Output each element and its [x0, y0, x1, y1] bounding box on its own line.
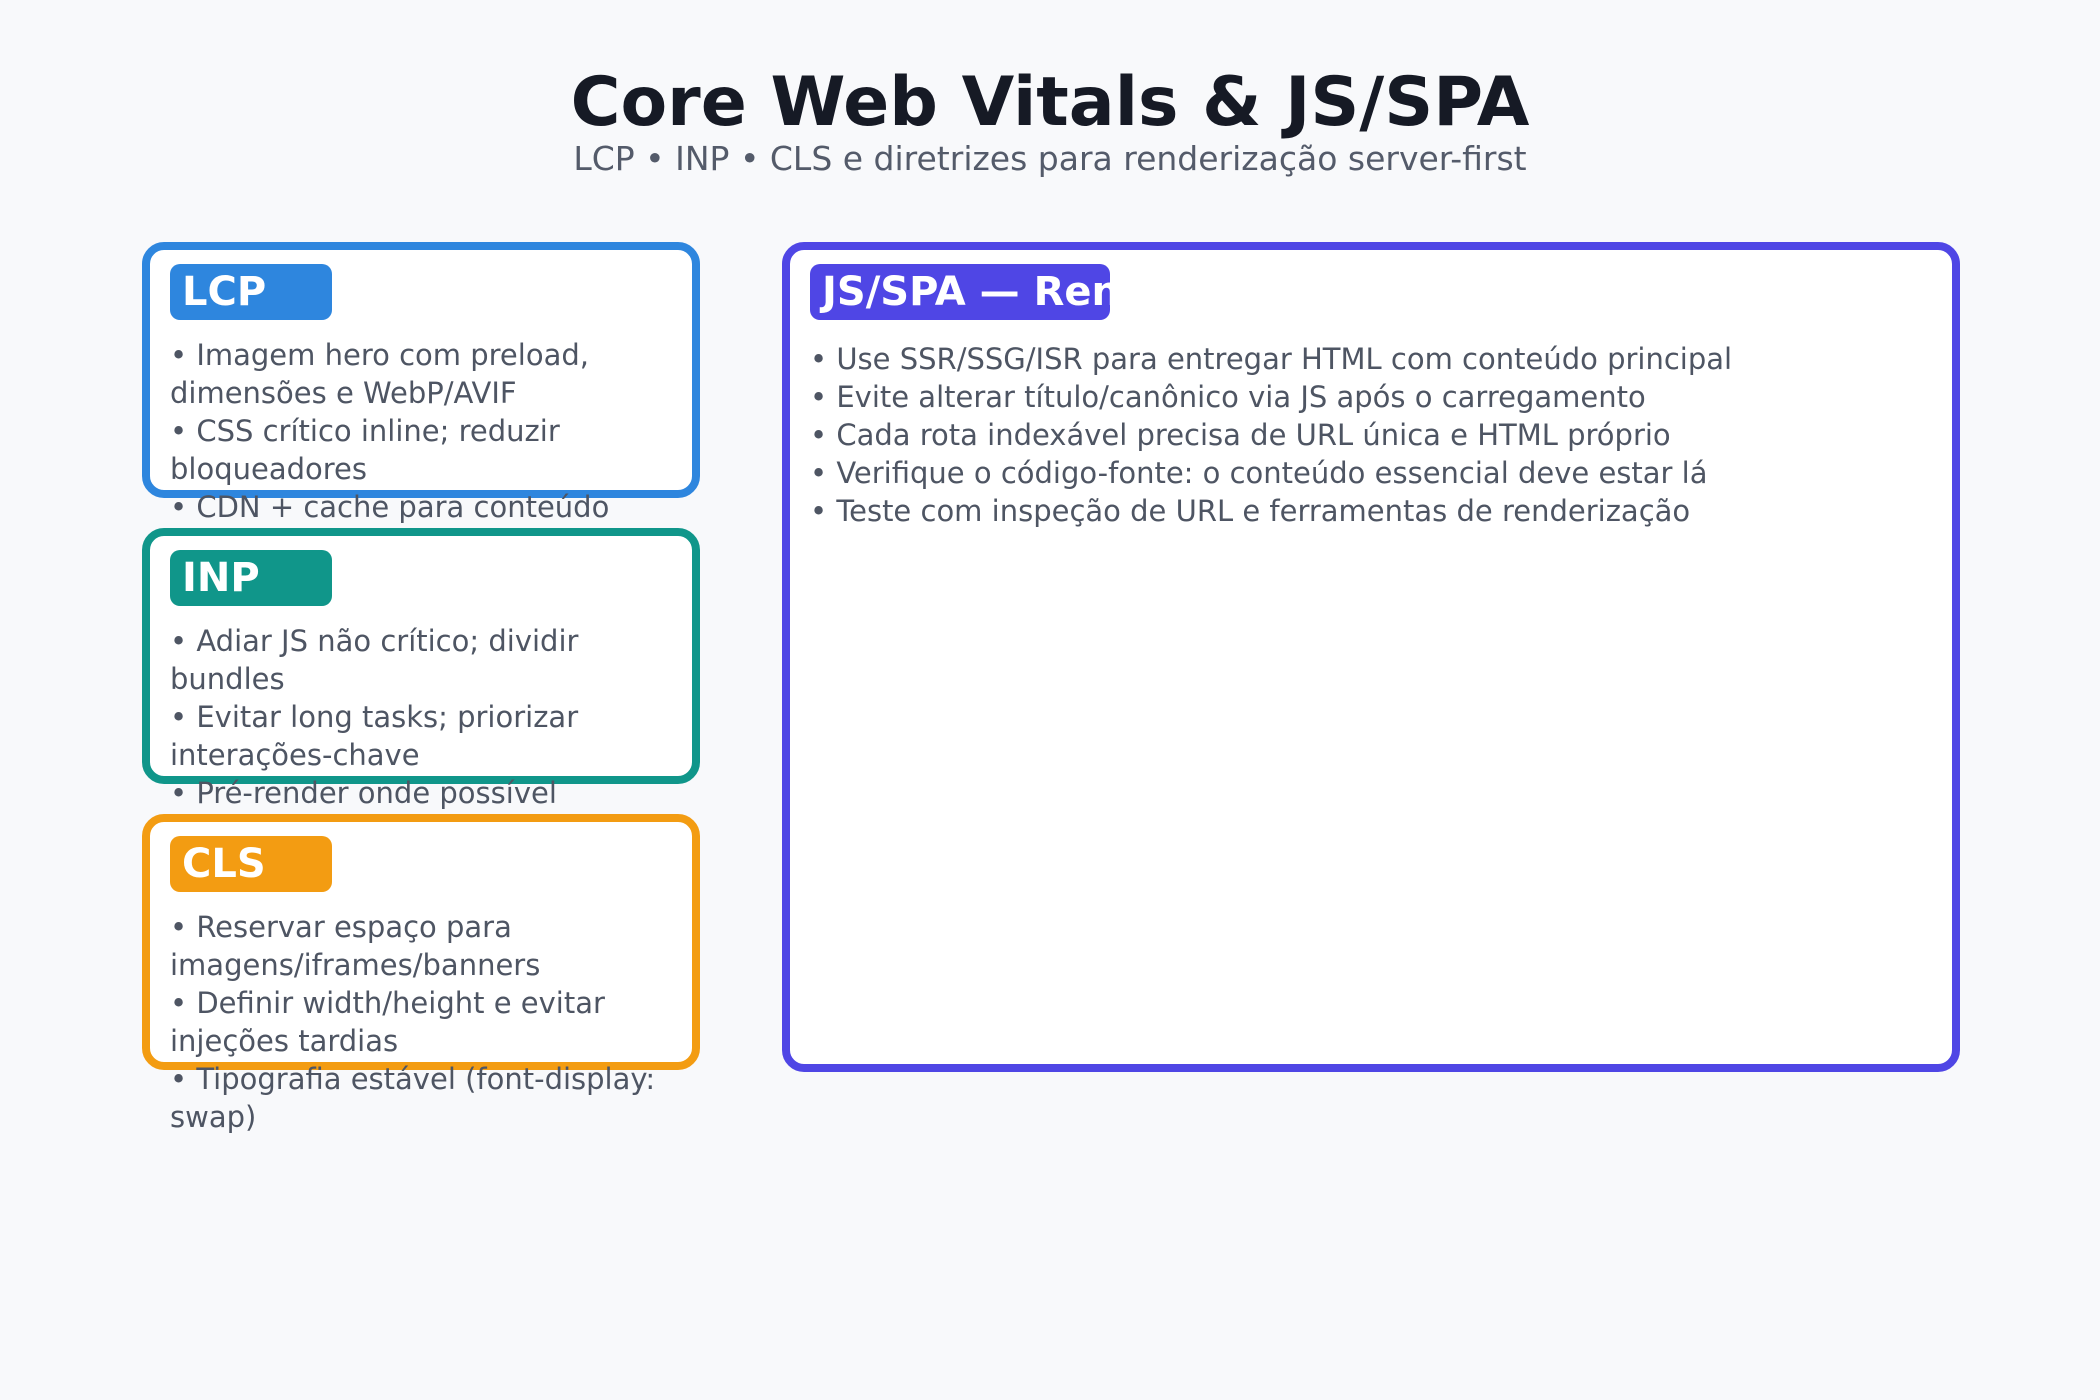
js-spa-item: Use SSR/SSG/ISR para entregar HTML com c… — [810, 340, 1950, 378]
lcp-item: Imagem hero com preload, dimensões e Web… — [170, 336, 690, 412]
inp-item: Evitar long tasks; priorizar interações-… — [170, 698, 690, 774]
cls-item: Reservar espaço para imagens/iframes/ban… — [170, 908, 690, 984]
inp-list: Adiar JS não crítico; dividir bundles Ev… — [170, 622, 690, 812]
page-title: Core Web Vitals & JS/SPA — [570, 63, 1530, 142]
lcp-list: Imagem hero com preload, dimensões e Web… — [170, 336, 690, 526]
lcp-card: LCP Imagem hero com preload, dimensões e… — [142, 242, 700, 524]
lcp-item: CDN + cache para conteúdo — [170, 488, 690, 526]
lcp-badge: LCP — [170, 264, 332, 320]
inp-item: Adiar JS não crítico; dividir bundles — [170, 622, 690, 698]
js-spa-item: Verifique o código-fonte: o conteúdo ess… — [810, 454, 1950, 492]
inp-card: INP Adiar JS não crítico; dividir bundle… — [142, 528, 700, 810]
cls-list: Reservar espaço para imagens/iframes/ban… — [170, 908, 690, 1136]
lcp-item: CSS crítico inline; reduzir bloqueadores — [170, 412, 690, 488]
js-spa-list: Use SSR/SSG/ISR para entregar HTML com c… — [810, 340, 1950, 530]
js-spa-badge: JS/SPA — Renderização — [810, 264, 1110, 320]
js-spa-item: Evite alterar título/canônico via JS apó… — [810, 378, 1950, 416]
cls-card: CLS Reservar espaço para imagens/iframes… — [142, 814, 700, 1134]
cls-badge: CLS — [170, 836, 332, 892]
page-subtitle: LCP • INP • CLS e diretrizes para render… — [573, 139, 1527, 178]
js-spa-item: Cada rota indexável precisa de URL única… — [810, 416, 1950, 454]
js-spa-item: Teste com inspeção de URL e ferramentas … — [810, 492, 1950, 530]
js-spa-card: JS/SPA — Renderização Use SSR/SSG/ISR pa… — [782, 242, 1960, 1072]
cls-item: Definir width/height e evitar injeções t… — [170, 984, 690, 1060]
cls-item: Tipografia estável (font-display: swap) — [170, 1060, 690, 1136]
inp-item: Pré-render onde possível — [170, 774, 690, 812]
inp-badge: INP — [170, 550, 332, 606]
